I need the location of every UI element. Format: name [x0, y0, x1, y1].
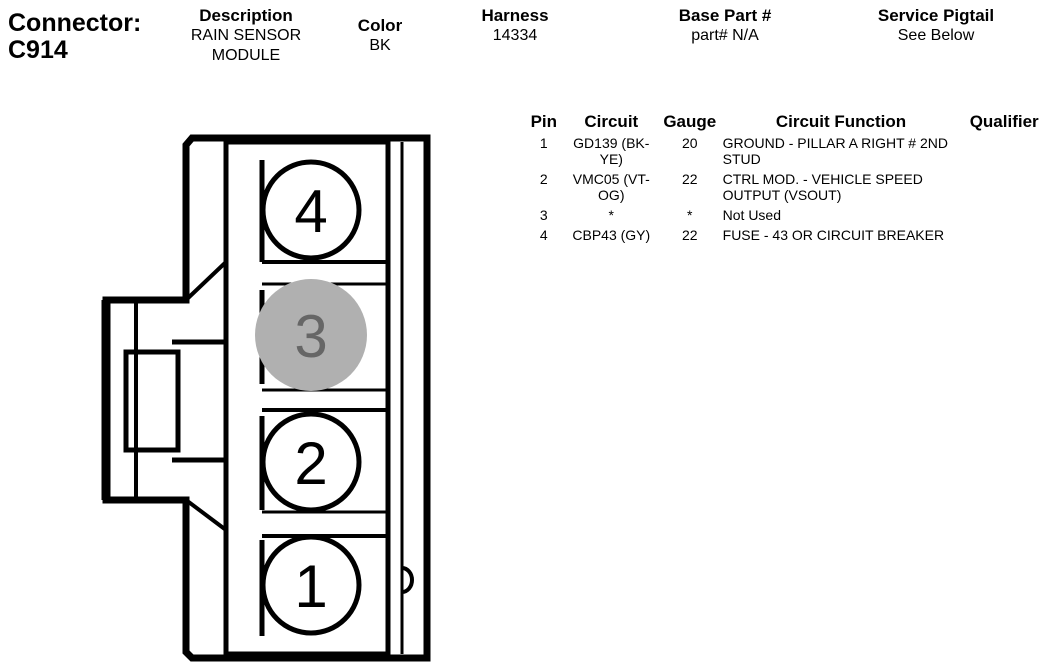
pin-number: 2 — [539, 171, 548, 187]
description-header: Description — [199, 6, 293, 25]
connector-id: C914 — [8, 36, 68, 64]
qualifier-column-header: Qualifier — [969, 112, 1039, 131]
gauge-cell: 22 — [681, 171, 698, 187]
table-row: 4 CBP43 (GY) 22 FUSE - 43 OR CIRCUIT BRE… — [522, 226, 1049, 246]
pin-circle — [260, 411, 362, 513]
keying-bump — [401, 566, 414, 594]
pin-circle — [260, 159, 362, 261]
unused-pin-circle — [255, 279, 367, 391]
color-column: Color BK — [340, 16, 420, 56]
color-value: BK — [369, 37, 391, 54]
pin-cavity-3: 3 — [255, 279, 367, 391]
pin-number: 1 — [539, 135, 548, 151]
circuit-column-header: Circuit — [584, 112, 639, 131]
pin-cavity-4: 4 — [260, 159, 362, 261]
base-part-header: Base Part # — [678, 6, 772, 25]
pin-column-header: Pin — [530, 112, 558, 131]
base-part-column: Base Part # part# N/A — [650, 6, 800, 46]
service-pigtail-value: See Below — [897, 27, 975, 44]
pin-circle — [260, 534, 362, 636]
pin-number: 3 — [539, 207, 548, 223]
description-value: RAIN SENSOR MODULE — [190, 27, 302, 64]
function-cell: FUSE - 43 OR CIRCUIT BREAKER — [722, 227, 945, 243]
circuit-cell: CBP43 (GY) — [572, 227, 651, 243]
gauge-column-header: Gauge — [663, 112, 717, 131]
pin-cavity-1: 1 — [260, 534, 362, 636]
function-cell: GROUND - PILLAR A RIGHT # 2ND STUD — [722, 135, 948, 167]
harness-value: 14334 — [492, 27, 538, 44]
circuit-cell: VMC05 (VT-OG) — [572, 171, 650, 203]
gauge-cell: * — [687, 207, 693, 223]
pin-label: 4 — [294, 178, 327, 245]
service-pigtail-column: Service Pigtail See Below — [856, 6, 1016, 46]
gauge-cell: 22 — [681, 227, 698, 243]
pin-table-header-row: Pin Circuit Gauge Circuit Function Quali… — [522, 112, 1049, 134]
pin-number: 4 — [539, 227, 548, 243]
connector-label: Connector: — [8, 9, 142, 37]
gauge-cell: 20 — [681, 135, 698, 151]
description-column: Description RAIN SENSOR MODULE — [166, 6, 326, 66]
table-row: 3 * * Not Used — [522, 206, 1049, 226]
harness-header: Harness — [481, 6, 549, 25]
pin-cavity-2: 2 — [260, 411, 362, 513]
table-row: 2 VMC05 (VT-OG) 22 CTRL MOD. - VEHICLE S… — [522, 170, 1049, 206]
pin-label: 1 — [294, 553, 327, 620]
table-row: 1 GD139 (BK-YE) 20 GROUND - PILLAR A RIG… — [522, 134, 1049, 170]
pin-label: 2 — [294, 430, 327, 497]
function-cell: CTRL MOD. - VEHICLE SPEED OUTPUT (VSOUT) — [722, 171, 923, 203]
function-cell: Not Used — [722, 207, 781, 223]
circuit-cell: GD139 (BK-YE) — [573, 135, 650, 167]
circuit-cell: * — [608, 207, 614, 223]
pin-table: Pin Circuit Gauge Circuit Function Quali… — [522, 112, 1049, 246]
harness-column: Harness 14334 — [455, 6, 575, 46]
base-part-value: part# N/A — [691, 27, 759, 44]
function-column-header: Circuit Function — [775, 112, 907, 131]
service-pigtail-header: Service Pigtail — [877, 6, 995, 25]
connector-title: Connector: C914 — [8, 10, 141, 64]
color-header: Color — [357, 16, 403, 35]
pin-label: 3 — [294, 303, 327, 370]
